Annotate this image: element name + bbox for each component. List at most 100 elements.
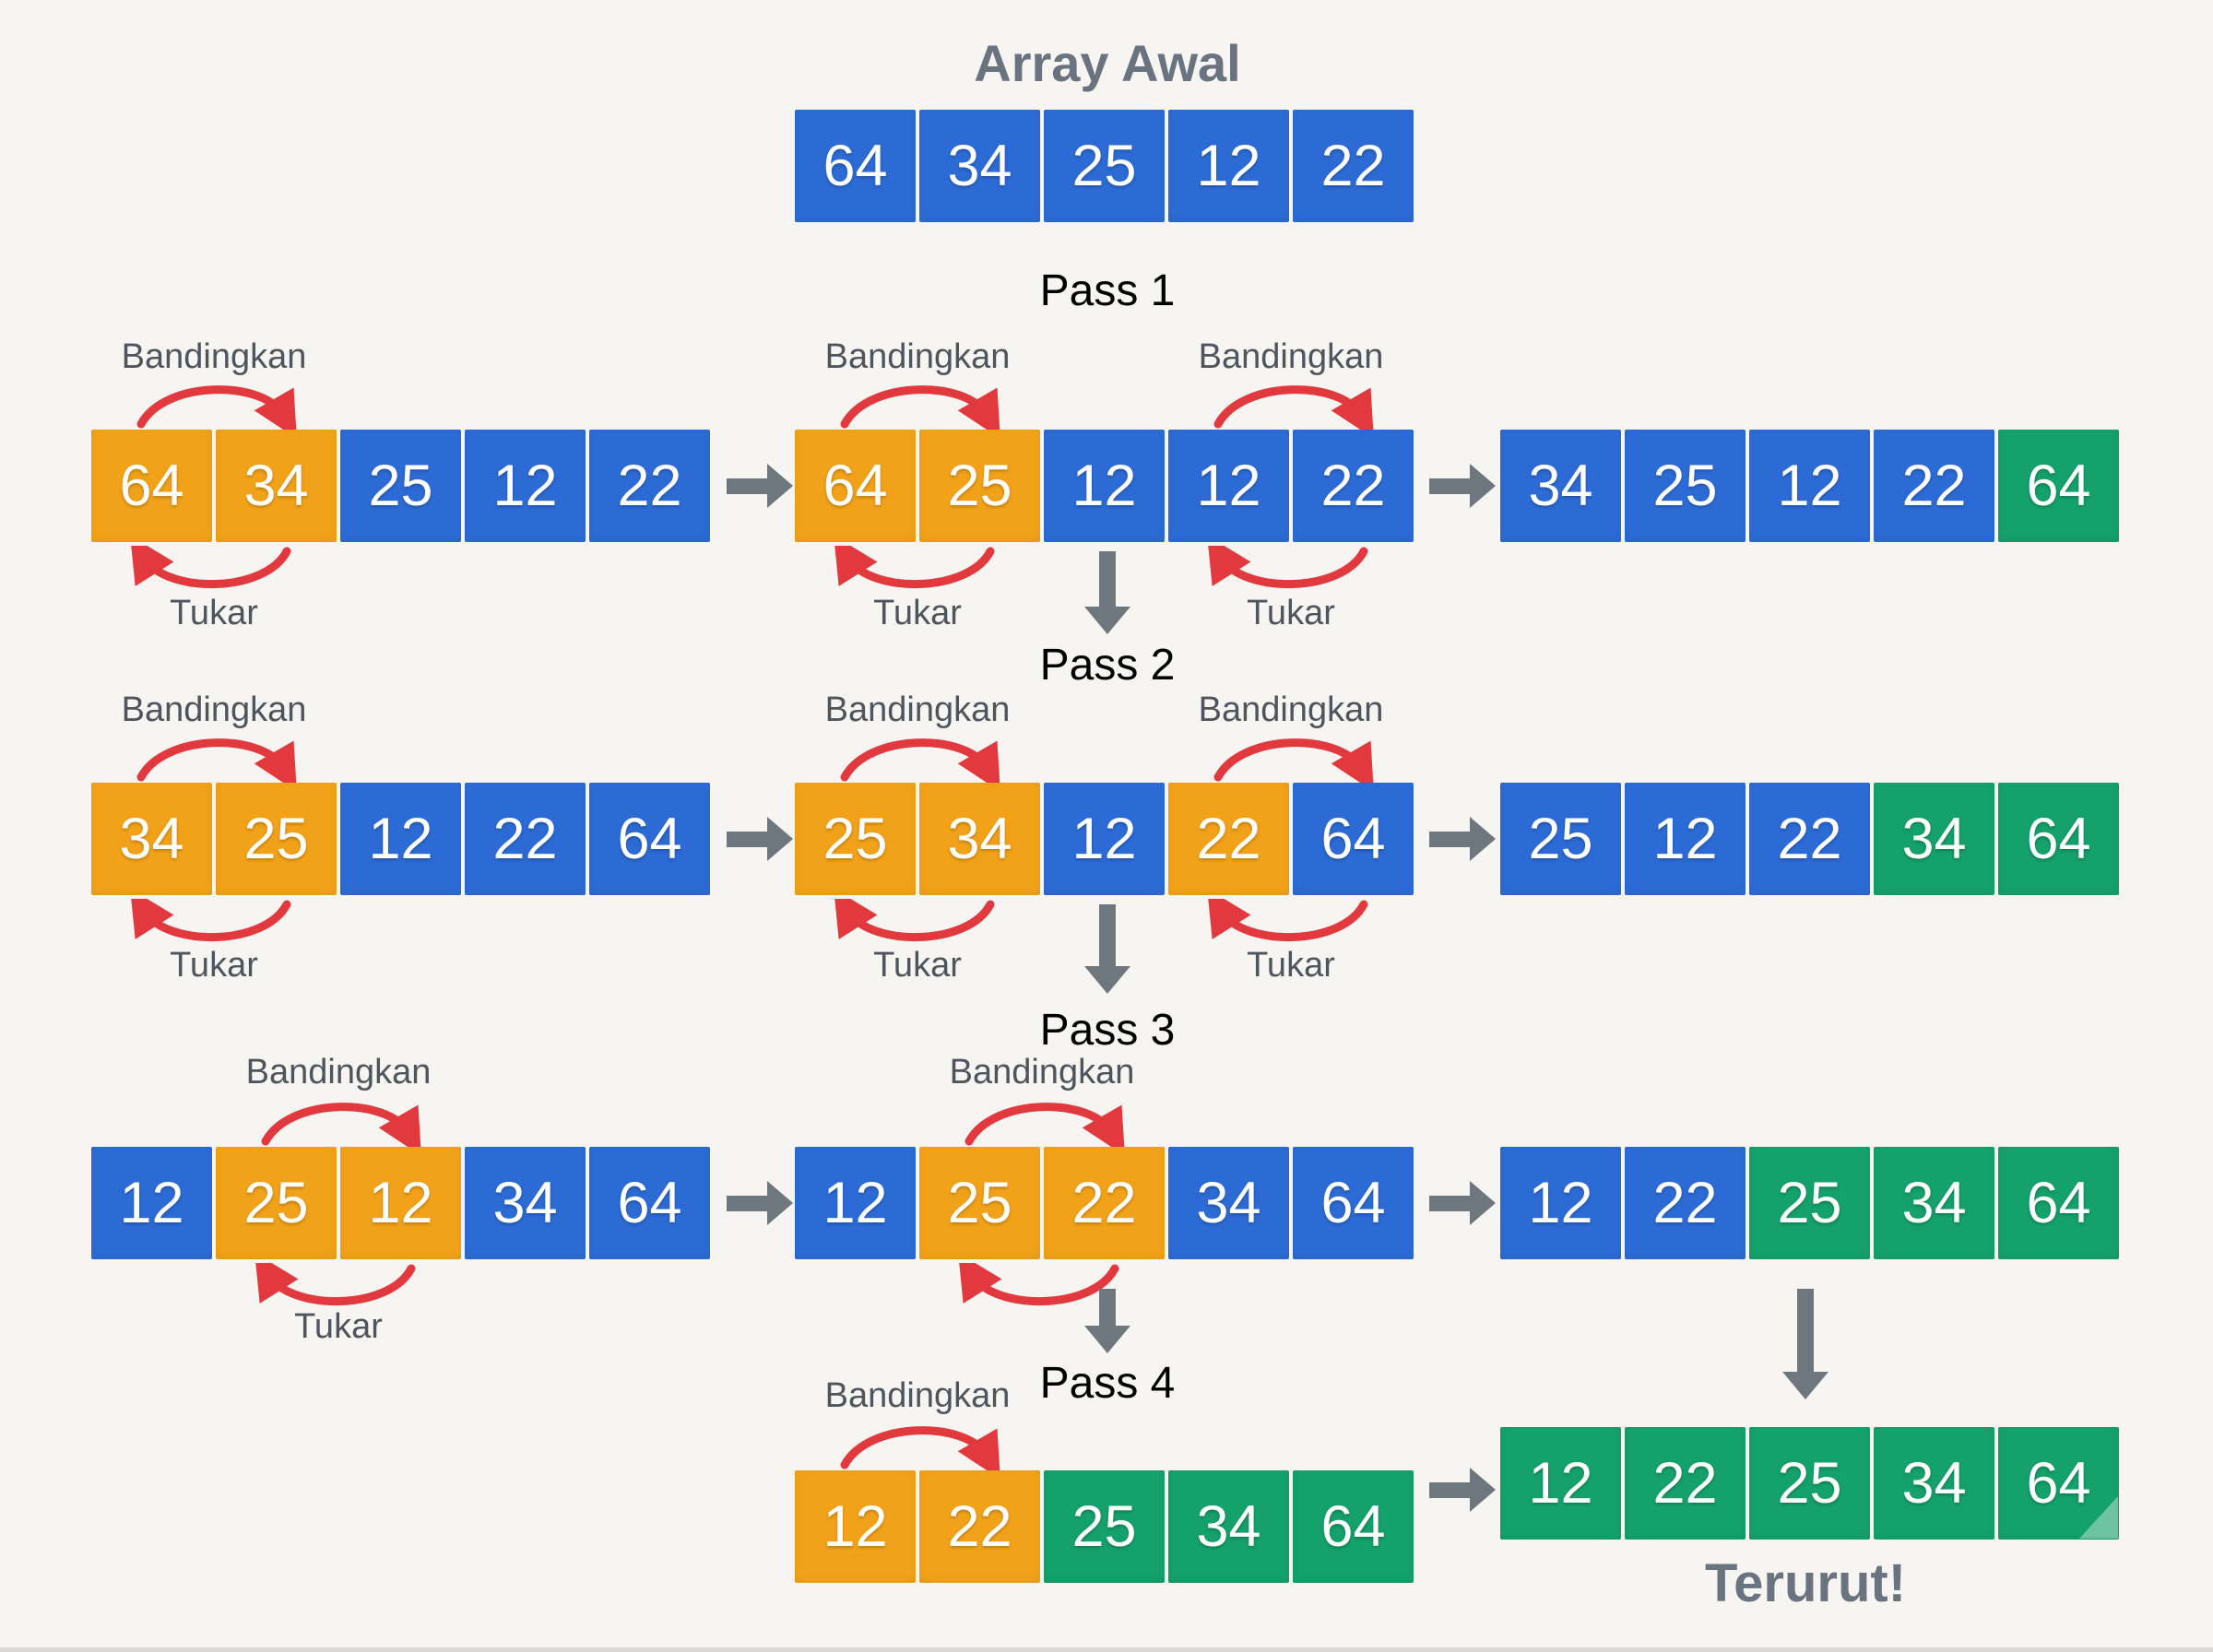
flow-right-arrow-icon [1429, 1181, 1496, 1225]
array-cell: 12 [1044, 430, 1165, 542]
array-cell: 22 [589, 430, 710, 542]
array-cell: 25 [216, 783, 337, 895]
compare-label: Bandingkan [1198, 337, 1384, 376]
swap-label: Tukar [873, 946, 962, 985]
flow-right-arrow-part [1429, 478, 1470, 494]
array-cell: 12 [1168, 110, 1289, 222]
pass-4-label: Pass 4 [1039, 1359, 1176, 1408]
flow-right-arrow-part [727, 832, 767, 847]
array-cell: 25 [1044, 1470, 1165, 1583]
compare-label: Bandingkan [824, 337, 1011, 376]
flow-right-arrow-part [1429, 832, 1470, 847]
array-cell: 34 [1168, 1147, 1289, 1259]
flow-right-arrow-icon [1429, 1468, 1496, 1512]
compare-arrow-icon [126, 372, 302, 439]
flow-right-arrow-icon [727, 817, 793, 861]
flow-right-arrow-part [767, 817, 793, 861]
sorted-label: Terurut! [1704, 1553, 1907, 1613]
flow-down-arrow-part [1084, 966, 1130, 994]
array-cell: 34 [216, 430, 337, 542]
array-cell: 22 [465, 783, 586, 895]
flow-right-arrow-icon [1429, 817, 1496, 861]
flow-down-arrow-part [1099, 1289, 1116, 1326]
array-cell: 64 [795, 110, 916, 222]
swap-label: Tukar [1247, 594, 1335, 632]
array-cell: 34 [1874, 783, 1994, 895]
flow-right-arrow-part [727, 1196, 767, 1211]
swap-arrow-icon [251, 1252, 426, 1320]
array-cell: 25 [1749, 1427, 1870, 1540]
flow-down-arrow-icon [1084, 1289, 1130, 1353]
array-cell: 22 [919, 1470, 1040, 1583]
array-cell: 64 [1293, 1470, 1414, 1583]
compare-label: Bandingkan [824, 690, 1011, 729]
array-cell: 64 [1998, 1427, 2119, 1540]
array-cell: 12 [795, 1470, 916, 1583]
compare-arrow-icon [251, 1090, 426, 1156]
array-cell: 25 [1749, 1147, 1870, 1259]
array-cell: 34 [919, 783, 1040, 895]
array-cell: 22 [1749, 783, 1870, 895]
array-cell: 25 [1500, 783, 1621, 895]
array-cell: 12 [340, 783, 461, 895]
array-cell: 25 [795, 783, 916, 895]
compare-label: Bandingkan [121, 337, 307, 376]
corner-fold-decoration [2079, 1496, 2118, 1539]
swap-arrow-icon [830, 535, 1005, 603]
compare-arrow-icon [830, 726, 1005, 792]
array-cell: 25 [216, 1147, 337, 1259]
array-cell: 12 [1500, 1147, 1621, 1259]
swap-arrow-icon [126, 888, 302, 956]
swap-arrow-icon [830, 888, 1005, 956]
array-cell: 12 [1500, 1427, 1621, 1540]
flow-right-arrow-part [767, 464, 793, 508]
flow-down-arrow-part [1084, 1326, 1130, 1353]
array-cell: 64 [91, 430, 212, 542]
swap-label: Tukar [294, 1307, 383, 1346]
flow-right-arrow-icon [727, 464, 793, 508]
array-cell: 64 [1998, 783, 2119, 895]
compare-label: Bandingkan [949, 1053, 1135, 1092]
swap-arrow-icon [1203, 888, 1379, 956]
array-cell: 22 [1044, 1147, 1165, 1259]
pass-1-label: Pass 1 [1039, 266, 1176, 315]
flow-right-arrow-part [767, 1181, 793, 1225]
array-cell: 12 [1168, 430, 1289, 542]
array-cell: 34 [1874, 1147, 1994, 1259]
compare-label: Bandingkan [245, 1053, 432, 1092]
pass-2-label: Pass 2 [1039, 641, 1176, 690]
array-cell: 12 [340, 1147, 461, 1259]
array-cell: 25 [1044, 110, 1165, 222]
compare-arrow-icon [1203, 372, 1379, 439]
flow-down-arrow-part [1099, 904, 1116, 966]
compare-label: Bandingkan [824, 1376, 1011, 1415]
flow-right-arrow-part [1470, 1181, 1496, 1225]
array-cell: 64 [795, 430, 916, 542]
array-cell: 22 [1293, 110, 1414, 222]
flow-down-arrow-part [1099, 551, 1116, 607]
compare-arrow-icon [1203, 726, 1379, 792]
array-cell: 12 [1625, 783, 1746, 895]
array-cell: 12 [795, 1147, 916, 1259]
swap-label: Tukar [170, 946, 258, 985]
page-title: Array Awal [974, 34, 1241, 92]
array-cell: 64 [1998, 1147, 2119, 1259]
array-cell: 25 [340, 430, 461, 542]
array-cell: 12 [91, 1147, 212, 1259]
array-cell: 64 [589, 783, 710, 895]
array-cell: 22 [1874, 430, 1994, 542]
flow-right-arrow-part [1429, 1196, 1470, 1211]
flow-down-arrow-part [1782, 1372, 1828, 1399]
flow-down-arrow-part [1797, 1289, 1814, 1372]
